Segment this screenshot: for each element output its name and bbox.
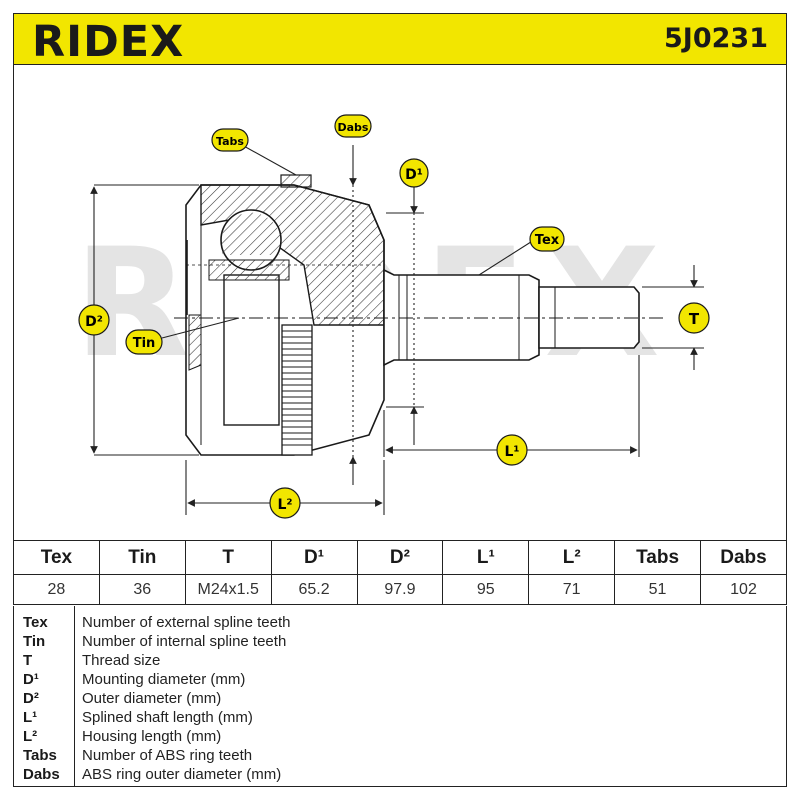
header-bar: RIDEX 5J0231: [13, 13, 787, 67]
legend-desc: Splined shaft length (mm): [82, 709, 253, 726]
callout-t: T: [678, 302, 710, 334]
svg-text:D¹: D¹: [405, 167, 423, 183]
inner-race-hatch: [208, 259, 290, 281]
legend-key: L²: [23, 728, 38, 745]
svg-text:Tabs: Tabs: [216, 135, 244, 148]
spec-value: 71: [528, 574, 616, 605]
inner-race: [223, 274, 280, 426]
part-number: 5J0231: [664, 23, 768, 54]
legend-key: Dabs: [23, 766, 60, 783]
callout-tabs: Tabs: [211, 128, 249, 152]
svg-text:T: T: [689, 310, 700, 328]
spec-header: L²: [528, 540, 616, 575]
spec-value: M24x1.5: [184, 574, 272, 605]
spec-value: 28: [13, 574, 100, 605]
spec-header: L¹: [442, 540, 530, 575]
legend-key: D¹: [23, 671, 39, 688]
spec-header: Tin: [98, 540, 186, 575]
spec-header: D¹: [270, 540, 358, 575]
legend-desc: Number of external spline teeth: [82, 614, 291, 631]
legend-row: Tex Number of external spline teeth: [14, 614, 784, 633]
spec-value: 36: [98, 574, 186, 605]
legend-desc: Number of ABS ring teeth: [82, 747, 253, 764]
callout-dabs: Dabs: [334, 114, 372, 138]
legend-divider: [74, 606, 75, 787]
spec-header-row: Tex Tin T D¹ D² L¹ L² Tabs Dabs: [13, 540, 787, 575]
spec-value: 102: [700, 574, 787, 605]
spec-value: 97.9: [356, 574, 444, 605]
spec-header: T: [184, 540, 272, 575]
callout-tex: Tex: [529, 226, 565, 252]
legend-row: T Thread size: [14, 652, 784, 671]
legend-desc: Outer diameter (mm): [82, 690, 222, 707]
brand-logo: RIDEX: [32, 17, 185, 67]
ball-cage-hatch: [222, 212, 280, 255]
svg-text:L¹: L¹: [504, 444, 519, 460]
callout-tin: Tin: [125, 329, 163, 355]
svg-text:Dabs: Dabs: [338, 121, 369, 134]
spec-header: D²: [356, 540, 444, 575]
svg-text:Tin: Tin: [133, 336, 156, 351]
tabs-marker: [280, 174, 312, 188]
legend-row: D¹ Mounting diameter (mm): [14, 671, 784, 690]
legend-row: Dabs ABS ring outer diameter (mm): [14, 766, 784, 785]
spec-value: 95: [442, 574, 530, 605]
legend-desc: ABS ring outer diameter (mm): [82, 766, 282, 783]
spec-header: Tex: [13, 540, 100, 575]
technical-drawing: RIDEX: [13, 65, 787, 540]
legend-key: L¹: [23, 709, 38, 726]
legend-desc: Housing length (mm): [82, 728, 222, 745]
legend-key: D²: [23, 690, 39, 707]
cv-joint-diagram: RIDEX: [74, 114, 710, 519]
spec-header: Dabs: [700, 540, 787, 575]
legend-desc: Mounting diameter (mm): [82, 671, 246, 688]
legend-row: Tin Number of internal spline teeth: [14, 633, 784, 652]
legend-desc: Number of internal spline teeth: [82, 633, 287, 650]
housing-lower-hatch: [188, 314, 202, 371]
legend-key: Tex: [23, 614, 48, 631]
callout-d2: D²: [78, 304, 110, 336]
svg-text:L²: L²: [277, 497, 292, 513]
spec-table: Tex Tin T D¹ D² L¹ L² Tabs Dabs 28 36 M2…: [13, 540, 787, 605]
callout-l2: L²: [269, 487, 301, 519]
legend: Tex Number of external spline teeth Tin …: [13, 606, 787, 787]
spec-header: Tabs: [614, 540, 701, 575]
legend-row: Tabs Number of ABS ring teeth: [14, 747, 784, 766]
svg-text:Tex: Tex: [535, 233, 560, 248]
legend-row: L² Housing length (mm): [14, 728, 784, 747]
legend-key: Tin: [23, 633, 46, 650]
spec-value: 65.2: [270, 574, 358, 605]
legend-desc: Thread size: [82, 652, 161, 669]
abs-ring: [281, 324, 313, 456]
legend-key: T: [23, 652, 33, 669]
spec-value-row: 28 36 M24x1.5 65.2 97.9 95 71 51 102: [13, 574, 787, 605]
spec-value: 51: [614, 574, 701, 605]
legend-row: D² Outer diameter (mm): [14, 690, 784, 709]
legend-row: L¹ Splined shaft length (mm): [14, 709, 784, 728]
callout-l1: L¹: [496, 434, 528, 466]
callout-d1: D¹: [399, 158, 429, 188]
svg-text:D²: D²: [85, 314, 103, 330]
legend-key: Tabs: [23, 747, 57, 764]
